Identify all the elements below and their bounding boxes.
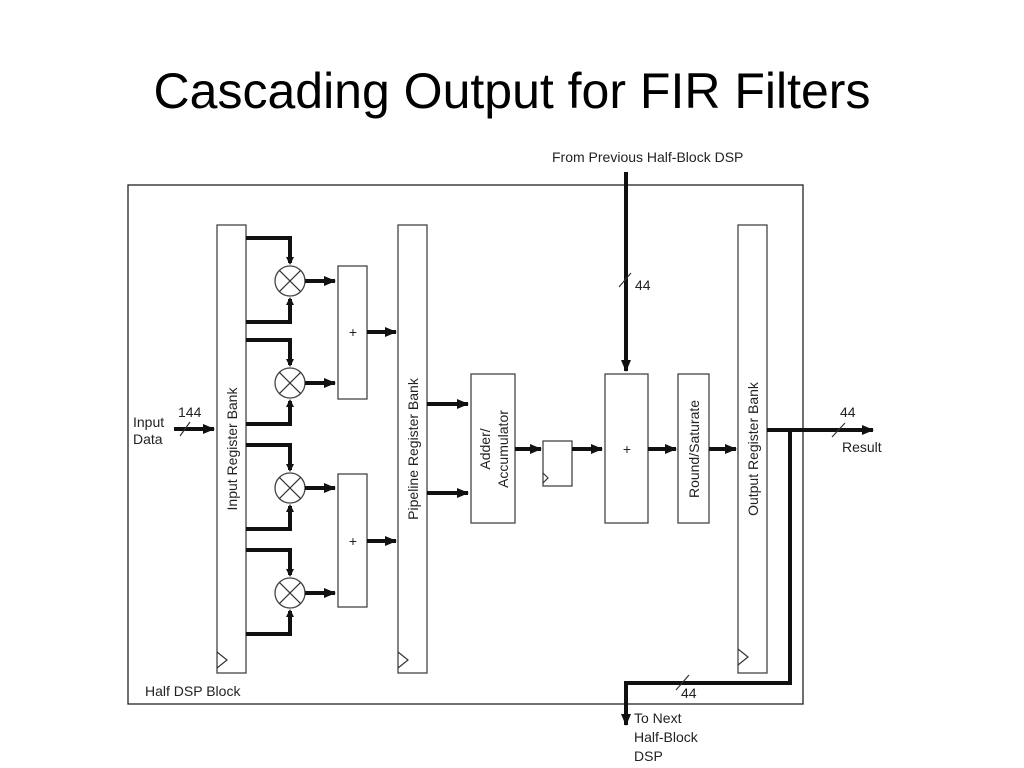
cascade-out-width-label: 44 [681,685,697,701]
output-register-bank-label: Output Register Bank [745,381,761,516]
cascade-in-label: From Previous Half-Block DSP [552,149,743,165]
half-dsp-block-label: Half DSP Block [145,683,241,699]
slide-title: Cascading Output for FIR Filters [153,63,871,119]
adder-accumulator-label-line2: Accumulator [495,410,511,488]
adder-accumulator: Adder/ Accumulator [470,373,516,524]
multiplier-top-input-wire [246,236,294,265]
cascade-out-label-line1: To Next [634,710,682,726]
cascade-out-width-slash [675,674,690,691]
input-width-label: 144 [178,404,202,420]
multiplier-bottom-input-wire [246,609,294,636]
input-data-label-line2: Data [133,431,163,447]
adder-1-symbol: + [349,324,357,340]
half-dsp-block-frame [127,184,804,705]
adder-1: + [337,265,368,400]
multiplier-cross-mark [278,269,302,293]
adder-accumulator-label-line1: Adder/ [477,428,493,469]
cascade-in-width-label: 44 [635,277,651,293]
cascade-adder-symbol: + [623,441,631,457]
pipeline-register-bank: Pipeline Register Bank [397,224,428,674]
pipeline-register-bank-label: Pipeline Register Bank [405,377,421,520]
input-register-bank-label: Input Register Bank [224,387,240,511]
adder-2: + [337,473,368,608]
round-saturate-label: Round/Saturate [686,400,702,498]
cascade-out-label-line2: Half-Block [634,729,699,745]
input-data-label-line1: Input [133,414,164,430]
accumulator-register [542,440,573,487]
multiplier-bottom-input-wire [246,399,294,426]
adder-2-symbol: + [349,533,357,549]
result-width-slash [831,422,846,438]
input-register-bank: Input Register Bank [216,224,247,674]
multipliers [246,236,336,636]
result-width-label: 44 [840,404,856,420]
cascade-out-wire [621,430,792,726]
result-label: Result [842,439,882,455]
multiplier-cross-mark [278,581,302,605]
multiplier-cross-mark [278,476,302,500]
cascade-in-width-slash [618,272,632,288]
multiplier-bottom-input-wire [246,297,294,324]
input-width-slash [179,421,191,437]
multiplier-top-input-wire [246,548,294,577]
output-register-bank: Output Register Bank [737,224,768,674]
multiplier-cross-mark [278,371,302,395]
cascade-adder: + [604,373,649,524]
cascade-out-label-line3: DSP [634,748,663,764]
round-saturate: Round/Saturate [677,373,710,524]
multiplier-top-input-wire [246,338,294,367]
multiplier-bottom-input-wire [246,504,294,531]
multiplier-top-input-wire [246,443,294,472]
